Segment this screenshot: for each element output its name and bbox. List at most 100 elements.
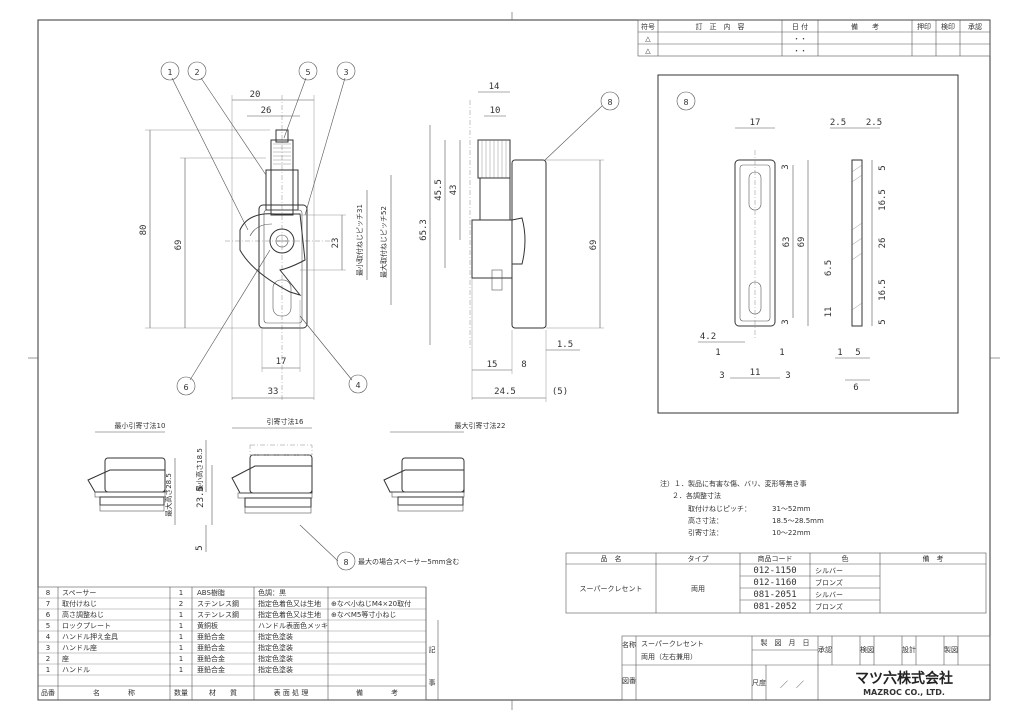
side-view: 14 10 65.3 45.5 43 69 1.5 15 8 24.5 (5) bbox=[419, 82, 604, 402]
parts-header-remarks: 備 考 bbox=[356, 688, 398, 697]
part-qty: 1 bbox=[179, 666, 183, 674]
dim-spacer-5c: 5 bbox=[855, 348, 860, 358]
dim-spacer-16-5b: 16.5 bbox=[878, 279, 888, 301]
dim-bottom-5: 5 bbox=[195, 545, 205, 550]
spacer-note: 最大の場合スペーサー5mm含む bbox=[358, 557, 459, 566]
parts-side-label: 事 bbox=[429, 678, 436, 687]
label-max-pitch: 最大取付ねじピッチ52 bbox=[379, 206, 388, 278]
callout-8-bottom: 8 bbox=[343, 558, 348, 567]
part-finish: 色調：黒 bbox=[258, 588, 286, 597]
part-no: 1 bbox=[46, 666, 50, 674]
part-material: 亜鉛合金 bbox=[197, 665, 225, 674]
dim-front-69: 69 bbox=[174, 240, 184, 251]
part-no: 6 bbox=[46, 611, 51, 619]
note-height-value: 18.5～28.5mm bbox=[772, 517, 824, 525]
title-block: 名称 スーパークレセント 両用（左右兼用） 図番 製 図 月 日 承認 検図 設… bbox=[621, 635, 991, 701]
parts-list: 8 スペーサー 1 ABS樹脂 色調：黒 7 取付けねじ 2 ステンレス鋼 指定… bbox=[37, 586, 439, 701]
parts-header-finish: 表 面 処 理 bbox=[274, 688, 309, 697]
callout-8-detail: 8 bbox=[683, 98, 688, 107]
rev-header-check: 検印 bbox=[941, 22, 955, 31]
dim-spacer-6-5: 6.5 bbox=[824, 260, 834, 276]
dim-spacer-11b: 11 bbox=[750, 368, 761, 378]
dim-front-33: 33 bbox=[268, 387, 279, 397]
dim-spacer-4-2: 4.2 bbox=[700, 332, 716, 342]
prod-header-type: タイプ bbox=[688, 554, 709, 563]
part-no: 2 bbox=[46, 655, 50, 663]
part-no: 7 bbox=[46, 600, 50, 608]
rev-date: ・・ bbox=[793, 35, 807, 43]
part-finish: 指定色塗装 bbox=[258, 632, 293, 641]
title-draft: 製図 bbox=[944, 645, 958, 654]
dim-side-10: 10 bbox=[490, 106, 501, 116]
dim-spacer-11: 11 bbox=[824, 307, 834, 318]
prod-header-color: 色 bbox=[842, 554, 849, 563]
label-min-pull: 最小引寄寸法10 bbox=[115, 421, 166, 430]
dim-spacer-1b: 1 bbox=[779, 348, 784, 358]
part-no: 3 bbox=[46, 644, 50, 652]
part-name: 座 bbox=[62, 654, 69, 663]
note-pitch-label: 取付けねじピッチ： bbox=[688, 504, 751, 513]
part-name: ロックプレート bbox=[62, 622, 111, 630]
part-remarks: ⊕なべ小ねじM4×20取付 bbox=[331, 599, 411, 608]
dim-front-17: 17 bbox=[276, 357, 287, 367]
callout-2: 2 bbox=[194, 68, 199, 77]
prod-header-code: 商品コード bbox=[758, 554, 793, 563]
label-min-height: 最小高さ18.5 bbox=[195, 448, 204, 492]
dim-side-43: 43 bbox=[449, 185, 459, 196]
part-material: 亜鉛合金 bbox=[197, 632, 225, 641]
rev-header-approve: 承認 bbox=[968, 22, 982, 31]
dim-side-1-5: 1.5 bbox=[557, 340, 573, 350]
part-material: 亜鉛合金 bbox=[197, 643, 225, 652]
dim-spacer-3d: 3 bbox=[785, 371, 790, 381]
parts-header-qty: 数量 bbox=[174, 688, 188, 697]
title-date-value: ／ ／ bbox=[780, 680, 804, 689]
rev-header-remarks: 備 考 bbox=[851, 22, 879, 31]
part-finish: 指定色塗装 bbox=[258, 654, 293, 663]
prod-code: 012-1150 bbox=[753, 566, 796, 576]
dim-spacer-17: 17 bbox=[750, 118, 761, 128]
note-1: 注）１．製品に有害な傷、バリ、変形等無き事 bbox=[660, 479, 807, 488]
part-qty: 1 bbox=[179, 611, 183, 619]
title-scale-label: 尺度 bbox=[752, 678, 766, 687]
sheet-border bbox=[37, 19, 991, 701]
title-check: 検図 bbox=[860, 645, 874, 654]
dim-front-80: 80 bbox=[139, 225, 149, 236]
dim-front-26: 26 bbox=[261, 106, 272, 116]
title-drawing-no-label: 図番 bbox=[622, 677, 636, 685]
company-name-en: MAZROC CO., LTD. bbox=[863, 688, 945, 697]
dim-spacer-1c: 1 bbox=[837, 348, 842, 358]
part-material: 亜鉛合金 bbox=[197, 654, 225, 663]
part-name: スペーサー bbox=[62, 589, 96, 597]
parts-header-name: 名 称 bbox=[93, 688, 135, 697]
prod-code: 012-1160 bbox=[753, 578, 796, 588]
prod-color: ブロンズ bbox=[815, 578, 843, 587]
part-material: ABS樹脂 bbox=[197, 588, 225, 597]
prod-type: 両用 bbox=[691, 585, 705, 593]
part-name: ハンドル押え金具 bbox=[62, 632, 118, 641]
dim-side-45-5: 45.5 bbox=[434, 179, 444, 201]
rev-mark: △ bbox=[645, 47, 651, 55]
dim-side-69: 69 bbox=[589, 240, 599, 251]
part-material: ステンレス鋼 bbox=[197, 599, 239, 608]
dim-side-8: 8 bbox=[521, 360, 526, 370]
part-qty: 1 bbox=[179, 644, 183, 652]
dim-spacer-63: 63 bbox=[782, 237, 792, 248]
prod-code: 081-2052 bbox=[753, 602, 796, 612]
dim-bottom-23-5: 23.5 bbox=[196, 486, 206, 508]
title-date-label: 製 図 月 日 bbox=[761, 638, 810, 647]
part-finish: ハンドル表面色メッキ bbox=[258, 621, 328, 630]
dim-spacer-2-5b: 2.5 bbox=[866, 118, 882, 128]
note-height-label: 高さ寸法： bbox=[688, 516, 723, 525]
rev-header-symbol: 符号 bbox=[641, 22, 655, 31]
part-finish: 指定色塗装 bbox=[258, 665, 293, 674]
callout-8: 8 bbox=[607, 98, 612, 107]
callout-4: 4 bbox=[355, 381, 360, 390]
label-max-height: 最大高さ28.5 bbox=[164, 473, 173, 517]
callout-3: 3 bbox=[343, 68, 348, 77]
part-name: ハンドル bbox=[62, 666, 90, 674]
label-pull: 引寄寸法16 bbox=[267, 417, 304, 426]
label-max-pull: 最大引寄寸法22 bbox=[455, 421, 506, 430]
part-material: ステンレス鋼 bbox=[197, 610, 239, 619]
